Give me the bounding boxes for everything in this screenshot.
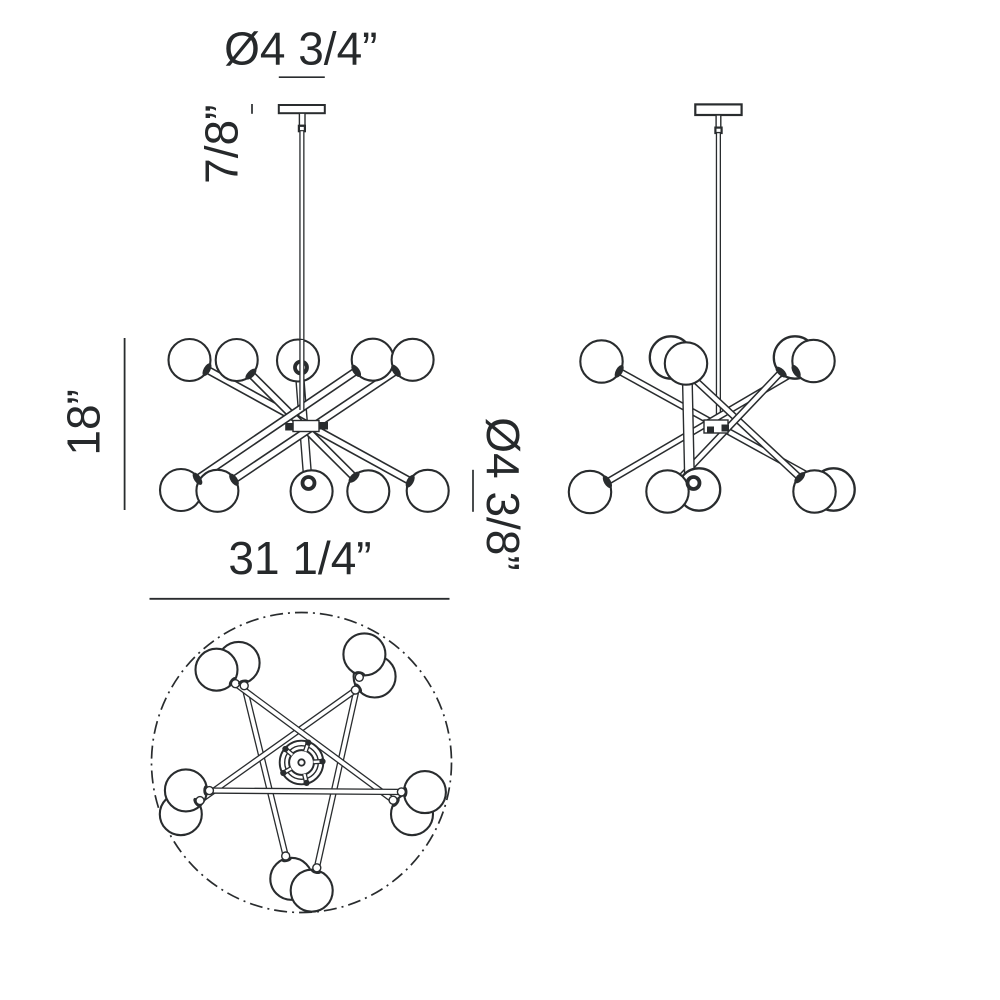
svg-text:7/8”: 7/8” — [196, 105, 248, 184]
svg-text:31 1/4”: 31 1/4” — [228, 532, 371, 584]
svg-text:Ø4 3/8”: Ø4 3/8” — [477, 417, 529, 570]
svg-text:18”: 18” — [58, 389, 110, 455]
svg-text:Ø4 3/4”: Ø4 3/4” — [224, 23, 377, 75]
